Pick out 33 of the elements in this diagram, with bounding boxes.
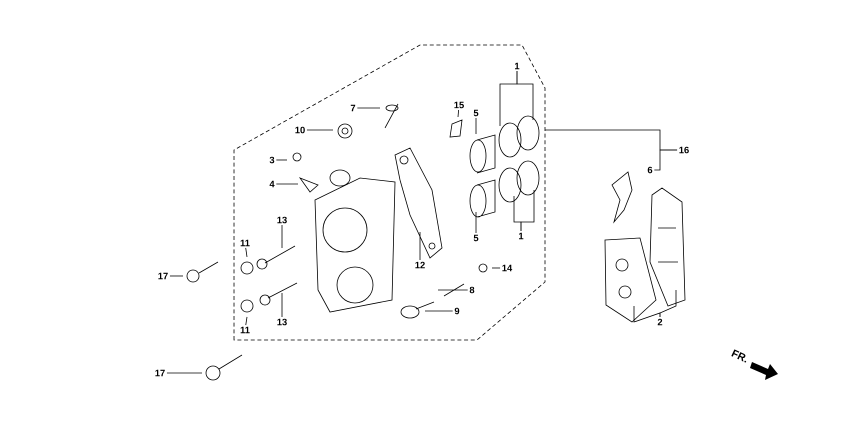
callout-number: 6 [648,166,652,174]
leader-line [458,110,459,118]
callout-number: 17 [155,370,165,376]
callout-number: 14 [502,264,512,272]
direction-label: FR. [731,349,746,363]
callout-number: 5 [474,110,478,116]
callout-number: 7 [350,104,356,112]
callout-number: 9 [454,308,460,314]
leader-line [634,306,660,323]
leader-line [516,70,534,120]
callout-number: 1 [519,232,524,240]
callout-number: 11 [240,240,250,246]
callout-number: 15 [454,102,464,108]
callout-number: 12 [415,262,425,268]
callout-number: 3 [270,156,274,164]
callout-number: 17 [158,272,168,280]
callout-number: 13 [277,318,287,326]
leader-line [520,190,534,232]
leader-line [544,130,678,150]
leader-line [245,316,248,326]
callout-number: 4 [270,180,275,188]
callout-number: 2 [658,318,662,326]
callout-number: 16 [679,146,689,154]
callout-number: 10 [295,126,305,134]
callout-number: 11 [240,326,250,334]
leader-line [424,310,454,312]
callout-number: 8 [470,286,474,294]
callout-number: 13 [277,216,287,224]
leader-line [166,372,202,374]
leader-line [245,248,248,258]
callout-number: 5 [474,234,478,242]
callout-number: 1 [515,62,520,70]
leader-line [660,290,676,318]
